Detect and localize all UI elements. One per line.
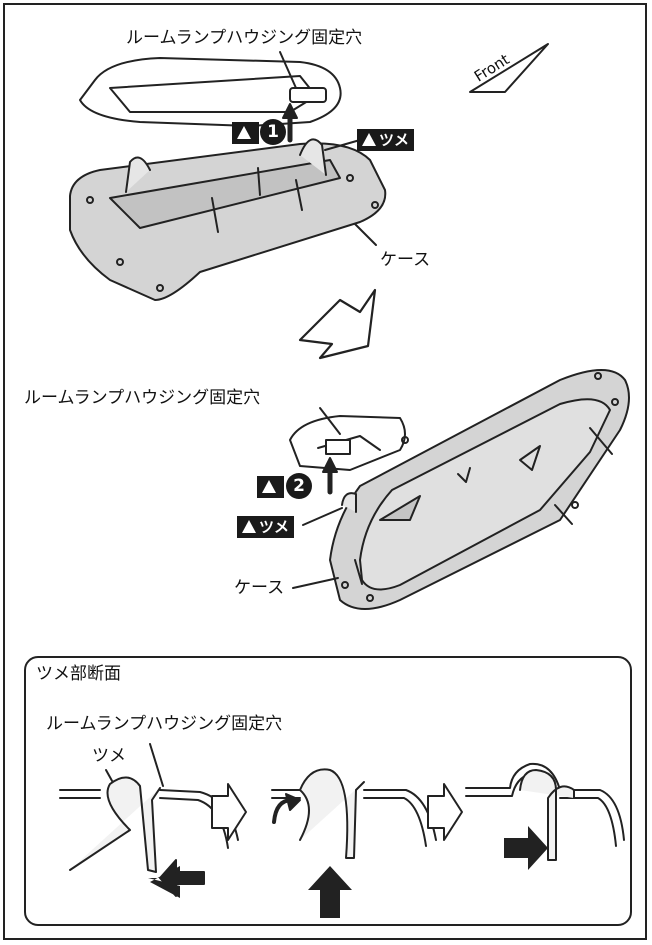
claw-tag-bottom-text: ツメ [259,518,290,536]
warning-icon [262,480,276,493]
step1-badge: 1 [260,119,286,145]
case-label-bottom: ケース [234,578,285,598]
claw-label-section: ツメ [92,746,126,766]
claw-section-drawing [59,743,625,918]
room-lamp-housing-top [79,57,342,127]
case-top [69,138,387,301]
warning-icon [362,133,376,146]
claw-tag-top-text: ツメ [379,131,410,149]
warning-tag-step1 [232,122,259,144]
room-lamp-housing-bottom [289,415,406,471]
illustration-frame [3,3,647,940]
warning-icon [242,520,256,533]
section-box-title: ツメ部断面 [36,664,121,684]
housing-hole-label-top: ルームランプハウジング固定穴 [126,28,363,48]
housing-hole-label-bottom: ルームランプハウジング固定穴 [24,388,261,408]
claw-tag-bottom: ツメ [237,516,295,538]
step2-badge: 2 [286,473,312,499]
case-label-top: ケース [380,250,431,270]
claw-section-box [24,656,632,926]
warning-icon [237,126,251,139]
warning-tag-step2 [257,476,284,498]
claw-tag-top: ツメ [357,129,415,151]
case-bottom [329,369,630,610]
housing-hole-label-section: ルームランプハウジング固定穴 [46,714,283,734]
